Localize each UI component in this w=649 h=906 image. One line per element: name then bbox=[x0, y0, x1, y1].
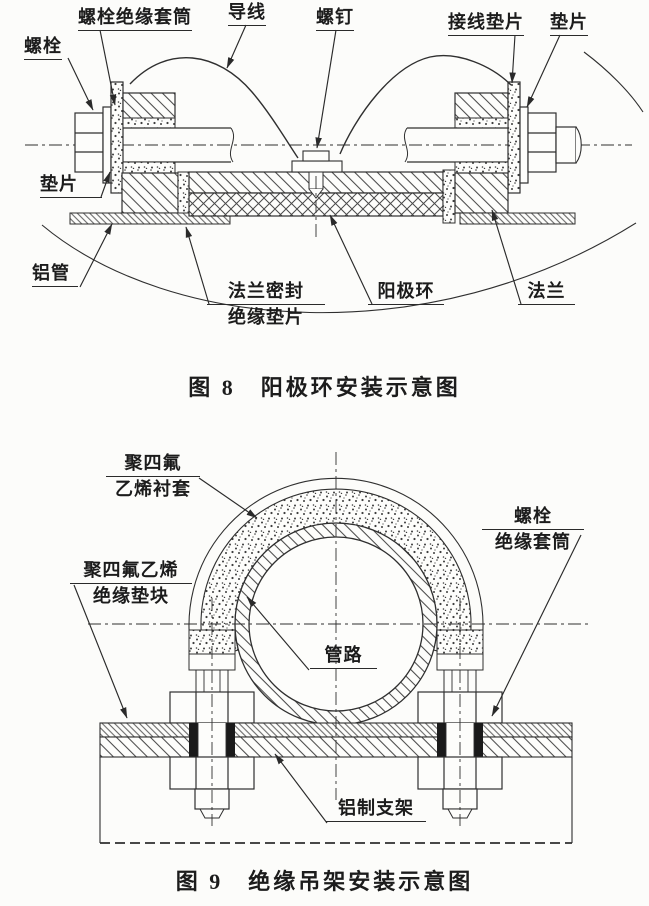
label-bolt-sleeve9-line1: 螺栓 bbox=[482, 506, 584, 530]
caption-figure9: 图 9 绝缘吊架安装示意图 bbox=[175, 869, 474, 894]
label-flange-seal-line1: 法兰密封 bbox=[207, 281, 325, 305]
label-washer-right: 垫片 bbox=[550, 12, 588, 36]
label-pipe: 管路 bbox=[310, 645, 377, 669]
figure9-drawing bbox=[88, 452, 590, 844]
label-bolt-insulation-sleeve: 螺栓绝缘套筒 bbox=[78, 7, 192, 31]
label-ptfe-insulation-pad: 聚四氟乙烯 绝缘垫块 bbox=[70, 560, 192, 607]
label-ptfe-pad-line2: 绝缘垫块 bbox=[93, 585, 169, 606]
label-wire: 导线 bbox=[228, 2, 266, 26]
label-anode-ring: 阳极环 bbox=[368, 281, 444, 305]
label-washer-left: 垫片 bbox=[40, 174, 102, 198]
label-ptfe-liner-line1: 聚四氟 bbox=[106, 453, 200, 477]
label-ptfe-liner: 聚四氟 乙烯衬套 bbox=[106, 453, 200, 500]
leader-lines bbox=[67, 24, 582, 824]
figure8-drawing bbox=[25, 51, 644, 314]
label-bolt-sleeve9-line2: 绝缘套筒 bbox=[495, 531, 571, 552]
label-flange-seal-line2: 绝缘垫片 bbox=[228, 306, 304, 327]
caption-figure8: 图 8 阳极环安装示意图 bbox=[188, 375, 461, 400]
label-screw: 螺钉 bbox=[316, 7, 354, 31]
label-bolt: 螺栓 bbox=[24, 36, 62, 60]
label-flange: 法兰 bbox=[518, 281, 575, 305]
label-ptfe-liner-line2: 乙烯衬套 bbox=[115, 478, 191, 499]
label-aluminum-bracket: 铝制支架 bbox=[326, 798, 426, 822]
label-aluminum-pipe: 铝管 bbox=[32, 263, 78, 287]
label-terminal-washer: 接线垫片 bbox=[448, 12, 524, 36]
label-bolt-insulation-sleeve-fig9: 螺栓 绝缘套筒 bbox=[482, 506, 584, 553]
label-flange-seal-gasket: 法兰密封 绝缘垫片 bbox=[207, 281, 325, 328]
label-ptfe-pad-line1: 聚四氟乙烯 bbox=[70, 560, 192, 584]
